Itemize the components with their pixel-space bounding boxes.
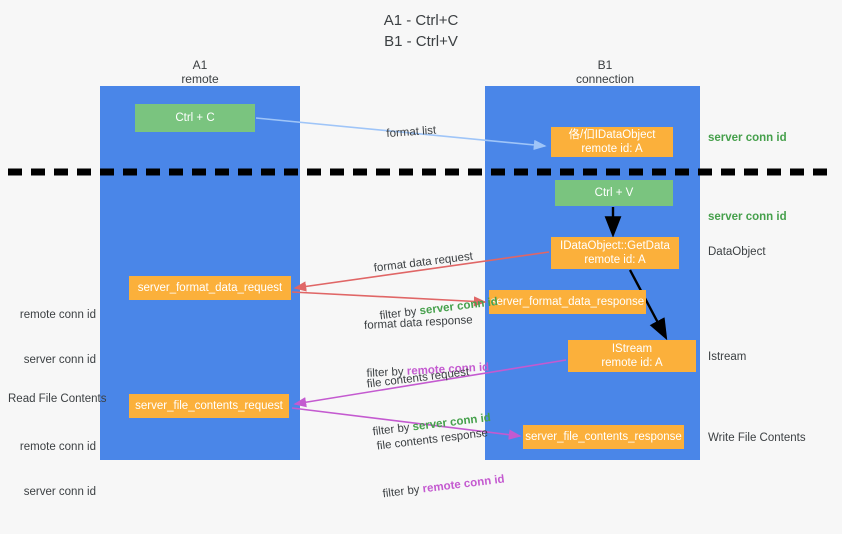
box-idataobject-line1: 佫/㐰IDataObject (568, 129, 656, 141)
box-ctrl-c[interactable]: Ctrl + C (135, 104, 255, 132)
box-idataobject-getdata[interactable]: IDataObject::GetData remote id: A (551, 237, 679, 269)
flow-label-file-contents-response-line1: file contents response (376, 427, 489, 453)
box-server-file-contents-response[interactable]: server_file_contents_response (523, 425, 684, 449)
flow-label-file-contents-response-filter: filter by remote conn id (382, 471, 506, 502)
box-ctrl-v[interactable]: Ctrl + V (555, 180, 673, 206)
flow-label-file-contents-response: file contents response filter by remote … (372, 392, 509, 534)
annotation-remote-conn-id-1: remote conn id (19, 309, 96, 321)
box-getdata-line2: remote id: A (584, 254, 646, 266)
box-server-format-data-request-label: server_format_data_request (137, 282, 283, 294)
filter-key-remote-conn-id: remote conn id (421, 473, 506, 496)
annotation-dataobject: DataObject (708, 246, 766, 258)
annotation-left-conn-ids-top: remote conn id server conn id (8, 278, 96, 398)
box-ctrl-c-label: Ctrl + C (175, 112, 215, 124)
flow-label-file-contents-request-line1: file contents request (366, 366, 470, 391)
annotation-istream: Istream (708, 351, 747, 363)
box-server-file-contents-request-label: server_file_contents_request (135, 400, 283, 412)
annotation-server-conn-id-2: server conn id (23, 486, 96, 498)
flow-label-format-list-text: format list (386, 124, 437, 141)
annotation-read-file-contents: Read File Contents (8, 393, 107, 405)
box-server-file-contents-request[interactable]: server_file_contents_request (129, 394, 289, 418)
box-istream-line2: remote id: A (601, 357, 663, 369)
annotation-left-conn-ids-bottom: remote conn id server conn id (8, 410, 96, 530)
box-idataobject[interactable]: 佫/㐰IDataObject remote id: A (551, 127, 673, 157)
dashed-separator (8, 168, 834, 176)
box-server-file-contents-response-label: server_file_contents_response (525, 431, 682, 443)
annotation-server-conn-id-1: server conn id (23, 354, 96, 366)
filter-prefix: filter by (381, 483, 424, 501)
flow-label-format-list: format list (372, 107, 438, 159)
box-server-format-data-request[interactable]: server_format_data_request (129, 276, 291, 300)
annotation-server-conn-id-top: server conn id (708, 132, 787, 144)
annotation-remote-conn-id-2: remote conn id (19, 441, 96, 453)
box-idataobject-line2: remote id: A (581, 143, 643, 155)
flow-label-format-data-response-line1: format data response (363, 314, 473, 332)
column-header-b1: B1 connection (575, 58, 635, 86)
box-istream-line1: IStream (611, 343, 653, 355)
box-server-format-data-response[interactable]: server_format_data_response (489, 290, 646, 314)
box-server-format-data-response-label: server_format_data_response (490, 296, 645, 308)
annotation-server-conn-id-mid: server conn id (708, 211, 787, 223)
box-getdata-line1: IDataObject::GetData (560, 240, 670, 252)
flow-label-format-data-request-line1: format data request (373, 250, 474, 275)
page-title: A1 - Ctrl+C B1 - Ctrl+V (383, 12, 459, 50)
annotation-write-file-contents: Write File Contents (708, 432, 806, 444)
diagram-canvas: A1 - Ctrl+C B1 - Ctrl+V A1 remote B1 con… (8, 12, 834, 500)
column-header-a1: A1 remote (181, 58, 219, 86)
box-istream[interactable]: IStream remote id: A (568, 340, 696, 372)
box-ctrl-v-label: Ctrl + V (594, 187, 634, 199)
